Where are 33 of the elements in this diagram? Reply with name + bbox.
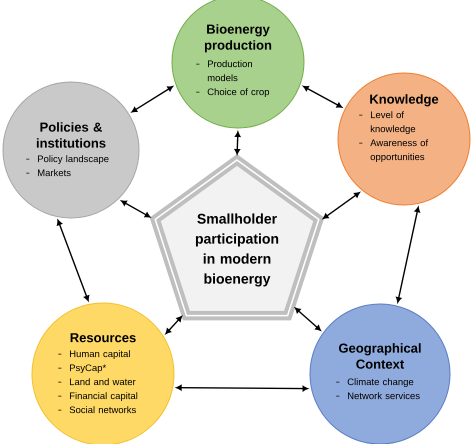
double-arrow (132, 86, 174, 112)
circle-heading: Geographical Context (339, 343, 421, 369)
factor-circle (32, 302, 174, 444)
bullet-item: PsyCap* (58, 364, 106, 374)
circle-heading: Policies & institutions (36, 122, 106, 148)
bullet-item: Climate change (336, 378, 414, 388)
bullet-item: Land and water (58, 378, 136, 386)
bullet-item: Choice of crop (196, 88, 270, 98)
double-arrow (303, 86, 342, 108)
bullet-item: Policy landscape (26, 155, 109, 164)
factor-circle (338, 72, 470, 206)
double-arrow (121, 200, 150, 218)
circle-heading: Resources (70, 333, 136, 342)
bullet-item: Financial capital (58, 392, 138, 402)
factor-circle (2, 82, 140, 218)
circle-heading: Bioenergy production (204, 24, 272, 52)
double-arrow (234, 132, 240, 154)
bullet-item: Level of knowledge (358, 111, 416, 134)
double-arrow (165, 316, 182, 334)
double-arrow (56, 220, 90, 302)
double-arrow (322, 192, 360, 219)
factor-circle (310, 304, 450, 444)
double-arrow (176, 384, 308, 392)
bullet-item: Network services (336, 392, 420, 400)
bullet-item: Awareness of opportunities (358, 139, 428, 162)
double-arrow (294, 308, 321, 331)
double-arrow (396, 206, 420, 303)
bullet-item: Human capital (58, 350, 130, 360)
center-title: Smallholder participation in modern bioenergy (196, 213, 278, 287)
bullet-item: Markets (26, 169, 71, 176)
circle-heading: Knowledge (370, 94, 438, 106)
bullet-item: Production models (196, 60, 252, 82)
bullet-item: Social networks (58, 406, 136, 414)
